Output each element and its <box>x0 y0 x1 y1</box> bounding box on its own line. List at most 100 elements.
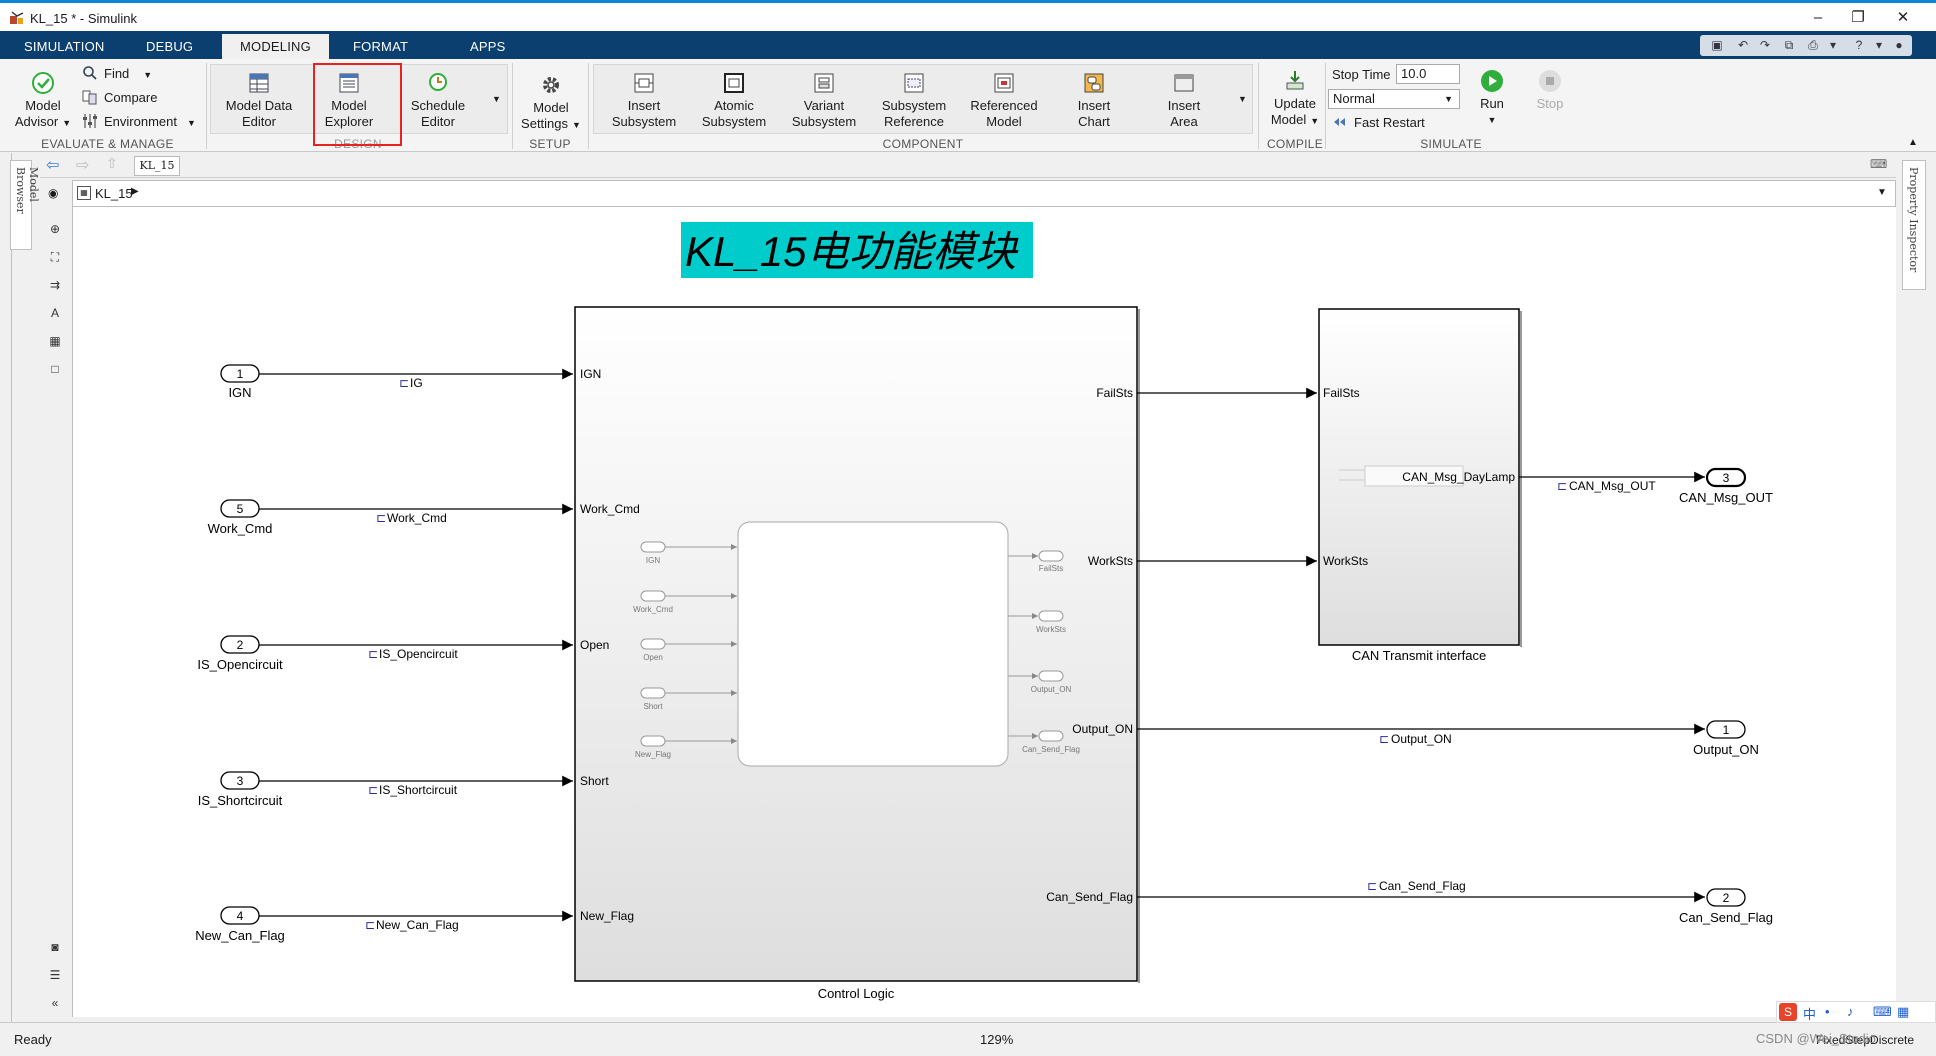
model-explorer-button[interactable]: Model Explorer <box>318 71 380 130</box>
chevron-down-icon[interactable]: ▾ <box>1875 38 1883 52</box>
stop-time-input[interactable]: 10.0 <box>1396 64 1460 84</box>
inport-is-shortcircuit[interactable]: 3 IS_Shortcircuit <box>198 771 283 808</box>
undo-icon[interactable]: ↶ <box>1737 38 1749 52</box>
inport-work-cmd[interactable]: 5 Work_Cmd <box>208 499 273 536</box>
property-inspector-tab[interactable]: Property Inspector <box>1902 160 1926 290</box>
inport-number: 5 <box>237 502 244 516</box>
restore-button[interactable]: ❐ <box>1851 9 1865 26</box>
settings-icon[interactable]: ● <box>1895 38 1903 52</box>
signal-label-is-opencircuit: IS_Opencircuit <box>379 647 458 661</box>
collapse-toolstrip-icon[interactable]: ▲ <box>1908 137 1918 148</box>
inner-outport: Output_ON <box>1008 670 1071 694</box>
quick-access-toolbar: ▣ ↶ ↷ ⧉ ⎙ ▾ ? ▾ ● <box>1700 35 1912 56</box>
insert-area-button[interactable]: Insert Area <box>1140 71 1228 130</box>
inport-is-opencircuit[interactable]: 2 IS_Opencircuit <box>197 635 283 672</box>
tab-simulation[interactable]: SIMULATION <box>24 39 105 54</box>
collapse-icon[interactable]: « <box>51 996 59 1010</box>
help-icon[interactable]: ? <box>1855 38 1863 52</box>
inport-new-can-flag[interactable]: 4 New_Can_Flag <box>195 906 285 943</box>
zoom-icon[interactable]: ⊕ <box>49 222 61 236</box>
subsystem-reference-button[interactable]: Subsystem Reference <box>869 71 959 130</box>
port-label-open: Open <box>580 638 609 652</box>
gallery-expand-icon[interactable]: ▼ <box>1238 94 1247 104</box>
chevron-down-icon[interactable]: ▾ <box>1829 38 1837 52</box>
signal-marker-icon: ⊏ <box>399 376 409 390</box>
model-tab-kl15[interactable]: KL_15 <box>134 156 180 176</box>
tab-debug[interactable]: DEBUG <box>146 39 194 54</box>
arrow-icon[interactable]: ⇉ <box>49 278 61 292</box>
area-icon[interactable]: □ <box>51 362 59 376</box>
atomic-subsystem-button[interactable]: Atomic Subsystem <box>690 71 778 130</box>
redo-icon[interactable]: ↷ <box>1759 38 1771 52</box>
schedule-editor-line2: Editor <box>421 114 455 129</box>
list-icon[interactable]: ☰ <box>49 968 61 982</box>
variant-subsystem-button[interactable]: Variant Subsystem <box>780 71 868 130</box>
insert-subsystem-button[interactable]: Insert Subsystem <box>600 71 688 130</box>
schedule-editor-button[interactable]: Schedule Editor <box>405 71 471 130</box>
grid-icon[interactable]: ▦ <box>1897 1004 1910 1019</box>
update-model-button[interactable]: Update Model▼ <box>1262 69 1328 129</box>
insert-chart-button[interactable]: Insert Chart <box>1050 71 1138 130</box>
find-button[interactable]: Find▼ <box>82 64 152 84</box>
inner-inport-label: Open <box>643 653 663 662</box>
tab-apps[interactable]: APPS <box>470 39 506 54</box>
tab-modeling[interactable]: MODELING <box>222 34 329 59</box>
stop-button[interactable]: Stop <box>1530 69 1570 112</box>
punctuation-icon[interactable]: • <box>1825 1004 1830 1019</box>
tab-format[interactable]: FORMAT <box>353 39 409 54</box>
simulation-mode-select[interactable]: Normal ▼ <box>1328 89 1460 109</box>
model-canvas[interactable]: KL_15电功能模块 Control Logic IGN Work_Cmd Op… <box>72 207 1896 1017</box>
model-settings-button[interactable]: Model Settings▼ <box>518 73 584 133</box>
inner-inport: Work_Cmd <box>633 590 737 614</box>
can-transmit-interface-block[interactable] <box>1318 308 1520 646</box>
outport-can-msg-out[interactable]: 3 CAN_Msg_OUT <box>1679 467 1773 505</box>
breadcrumb-model[interactable]: KL_15 <box>95 186 133 201</box>
minimize-button[interactable]: – <box>1813 9 1823 26</box>
keyboard-icon[interactable]: ⌨ <box>1870 157 1888 171</box>
compare-button[interactable]: Compare <box>82 88 157 108</box>
section-simulate: SIMULATE <box>1420 137 1482 151</box>
variant-subsystem-line2: Subsystem <box>791 114 857 129</box>
inner-outport-label: WorkSts <box>1036 625 1066 634</box>
environment-button[interactable]: Environment▼ <box>82 112 196 132</box>
close-button[interactable]: ✕ <box>1896 9 1910 26</box>
print-icon[interactable]: ⎙ <box>1808 38 1818 52</box>
model-browser-tab[interactable]: Model Browser <box>10 160 40 250</box>
camera-icon[interactable]: ◙ <box>51 940 59 954</box>
hide-show-icon[interactable]: ◉ <box>48 186 59 200</box>
diagram-title[interactable]: KL_15电功能模块 <box>685 228 1018 275</box>
model-advisor-button[interactable]: Model Advisor▼ <box>10 71 76 131</box>
forward-arrow-icon[interactable]: ⇨ <box>76 157 90 174</box>
run-button[interactable]: Run ▼ <box>1472 69 1512 128</box>
chevron-right-icon[interactable]: ▶ <box>131 186 139 197</box>
up-arrow-icon[interactable]: ⇧ <box>106 155 118 171</box>
model-explorer-highlight-box <box>313 63 402 146</box>
image-icon[interactable]: ▦ <box>49 334 61 348</box>
outport-can-send-flag[interactable]: 2 Can_Send_Flag <box>1679 888 1773 925</box>
port-label-failsts: FailSts <box>1096 386 1133 400</box>
copy-icon[interactable]: ⧉ <box>1784 38 1794 52</box>
fast-restart-toggle[interactable]: Fast Restart <box>1332 113 1425 133</box>
find-label: Find <box>104 66 130 81</box>
microphone-icon[interactable]: ♪ <box>1847 1004 1854 1019</box>
inport-ign[interactable]: 1 IGN <box>220 364 260 400</box>
keyboard-icon[interactable]: ⌨ <box>1873 1004 1892 1019</box>
atomic-subsystem-icon <box>724 73 744 93</box>
zoom-level: 129% <box>980 1032 1014 1047</box>
block-diagram: KL_15电功能模块 Control Logic IGN Work_Cmd Op… <box>195 222 1773 1001</box>
chevron-down-icon[interactable]: ▼ <box>1877 187 1887 198</box>
save-icon[interactable]: ▣ <box>1711 38 1723 52</box>
outport-output-on[interactable]: 1 Output_ON <box>1693 720 1759 757</box>
referenced-model-button[interactable]: Referenced Model <box>960 71 1048 130</box>
chevron-down-icon: ▼ <box>62 118 72 128</box>
separator <box>206 63 207 149</box>
back-arrow-icon[interactable]: ⇦ <box>46 157 60 174</box>
fit-to-view-icon[interactable]: ⛶ <box>50 250 60 264</box>
annotation-icon[interactable]: A <box>50 306 59 320</box>
sogou-icon[interactable]: S <box>1779 1003 1797 1021</box>
gallery-expand-icon[interactable]: ▼ <box>492 94 501 104</box>
stop-time-label: Stop Time <box>1332 67 1391 82</box>
ime-language[interactable]: 中 <box>1803 1007 1817 1022</box>
can-inner-preview <box>1364 465 1464 487</box>
model-data-editor-button[interactable]: Model Data Editor <box>220 71 298 130</box>
